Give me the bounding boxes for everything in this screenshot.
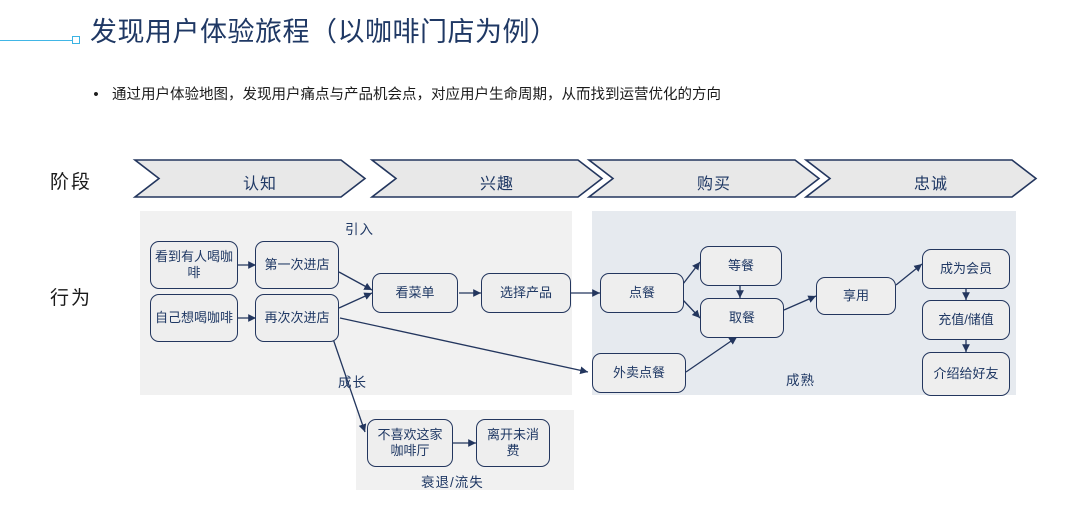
phase-caption-decline: 衰退/流失 — [421, 475, 484, 490]
node-see-others[interactable]: 看到有人喝咖啡 — [150, 241, 238, 289]
bullet-dot-icon: • — [93, 86, 99, 103]
node-topup[interactable]: 充值/储值 — [922, 300, 1010, 340]
subtitle-text: 通过用户体验地图，发现用户痛点与产品机会点，对应用户生命周期，从而找到运营优化的… — [112, 87, 721, 103]
node-dislike-cafe[interactable]: 不喜欢这家咖啡厅 — [367, 419, 453, 467]
node-repeat-visit[interactable]: 再次次进店 — [255, 294, 339, 342]
title-accent-square-icon — [72, 36, 80, 44]
stage-label-1: 认知 — [242, 176, 277, 193]
node-enjoy[interactable]: 享用 — [816, 277, 896, 315]
title-accent-line — [0, 40, 72, 41]
node-pickup-meal[interactable]: 取餐 — [700, 298, 784, 338]
stage-label-3: 购买 — [696, 176, 731, 193]
row-label-stage: 阶段 — [50, 172, 93, 193]
node-become-member[interactable]: 成为会员 — [922, 249, 1010, 289]
node-want-self[interactable]: 自己想喝咖啡 — [150, 294, 238, 342]
phase-caption-growth: 成长 — [338, 375, 367, 390]
node-wait-meal[interactable]: 等餐 — [700, 246, 782, 286]
node-choose-product[interactable]: 选择产品 — [481, 273, 571, 313]
node-refer-friend[interactable]: 介绍给好友 — [922, 352, 1010, 396]
phase-caption-introduce: 引入 — [345, 222, 374, 237]
node-leave-no-purchase[interactable]: 离开未消费 — [476, 419, 550, 467]
node-first-visit[interactable]: 第一次进店 — [255, 241, 339, 289]
page-title: 发现用户体验旅程（以咖啡门店为例） — [90, 17, 558, 47]
node-view-menu[interactable]: 看菜单 — [372, 273, 458, 313]
subtitle-bullet-row: • 通过用户体验地图，发现用户痛点与产品机会点，对应用户生命周期，从而找到运营优… — [92, 85, 1032, 106]
stage-label-2: 兴趣 — [479, 176, 514, 193]
node-order[interactable]: 点餐 — [600, 273, 684, 313]
stage-label-4: 忠诚 — [913, 176, 948, 193]
row-label-behavior: 行为 — [50, 288, 93, 309]
phase-caption-mature: 成熟 — [786, 373, 815, 388]
node-delivery-order[interactable]: 外卖点餐 — [592, 353, 686, 393]
